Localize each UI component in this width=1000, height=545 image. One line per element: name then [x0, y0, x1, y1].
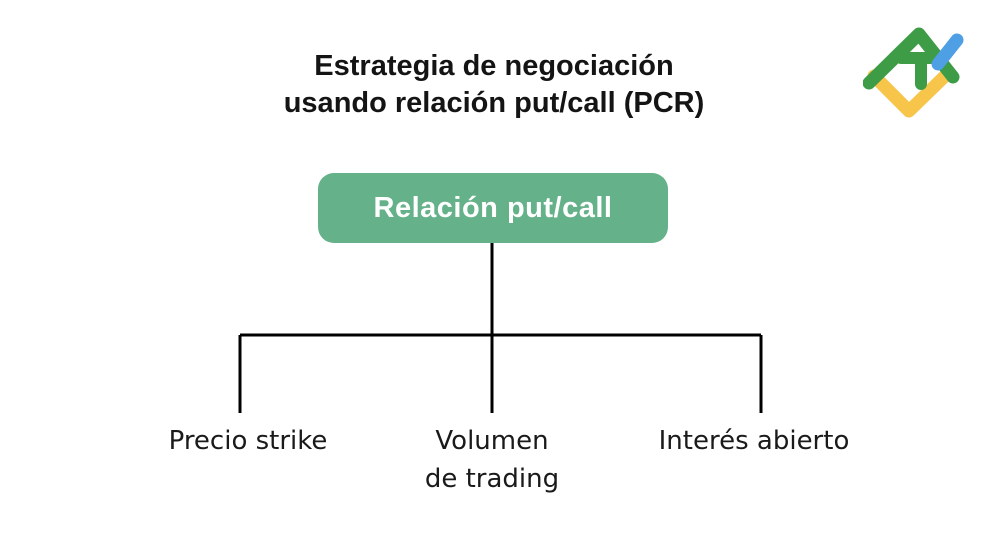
logo-blue-segment-icon — [931, 33, 964, 71]
root-node-label: Relación put/call — [373, 191, 613, 224]
tree-connector-path — [238, 243, 763, 413]
child-label-interes-abierto: Interés abierto — [658, 426, 850, 456]
page-title: Estrategia de negociación usando relació… — [283, 50, 705, 119]
child-label-volumen-trading: Volumen de trading — [424, 426, 560, 494]
litefinance-logo-icon — [863, 27, 964, 118]
root-node: Relación put/call — [318, 173, 668, 243]
logo-yellow-check-icon — [867, 69, 952, 118]
child-label-precio-strike: Precio strike — [168, 426, 328, 456]
